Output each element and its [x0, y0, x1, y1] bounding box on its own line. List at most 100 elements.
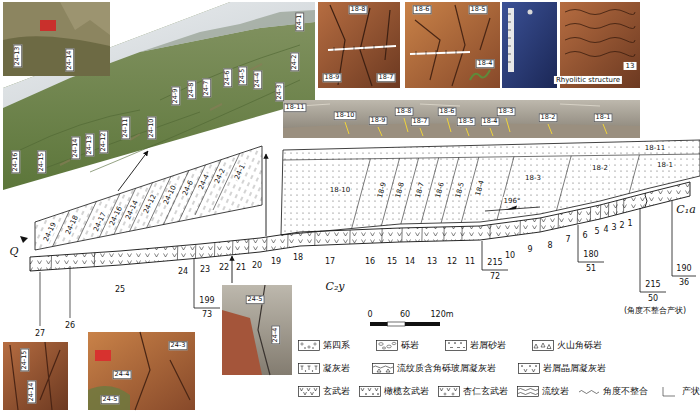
legend-text: 流纹岩 [542, 385, 569, 398]
legend-text: 第四系 [323, 339, 350, 352]
legend-swatch [657, 386, 679, 397]
legend-item: 玄武岩 [298, 385, 350, 398]
photo-tag: 24-5 [101, 395, 120, 404]
formation-code: C₂y [324, 281, 345, 294]
layer-number: 19 [270, 257, 282, 266]
photo-tag: 24-15 [20, 349, 29, 372]
photo-tag: 18-6 [413, 5, 432, 14]
photo-tag: 18-5 [469, 5, 488, 14]
layer-number: 13 [426, 257, 438, 266]
sample-label: 18-7 [414, 180, 426, 199]
layer-number: 16 [364, 257, 376, 266]
photo-caption: 13 [624, 62, 637, 70]
layer-number: 5 [593, 227, 600, 236]
legend-text: 角度不整合 [603, 385, 648, 398]
layer-number: 18 [292, 253, 304, 262]
attitude-value: 72 [489, 272, 501, 281]
photo-tag: 24-14 [71, 137, 80, 160]
legend-swatch [445, 340, 467, 351]
legend-swatch [298, 363, 320, 374]
layer-number: 11 [464, 257, 476, 266]
photo-tag: 18-11 [284, 103, 307, 112]
photo-tag: 18-7 [377, 73, 396, 82]
photo-tag: 24-15 [37, 151, 46, 174]
sample-label: 18-3 [524, 174, 542, 182]
legend-item: 流纹质含角砾玻屑凝灰岩 [372, 362, 496, 375]
sample-label: 18-11 [644, 144, 666, 152]
legend-item: 杏仁玄武岩 [438, 385, 508, 398]
sample-label: 18-9 [376, 180, 388, 199]
sample-label: 24-14 [124, 198, 141, 222]
attitude-value: 215 [486, 258, 503, 267]
legend-item: 橄榄玄武岩 [359, 385, 429, 398]
legend-text: 火山角砾岩 [557, 339, 602, 352]
photo-tag: 18-4 [476, 59, 495, 68]
sample-label: 24-2 [213, 166, 228, 186]
photo-tag: 24-4 [271, 326, 280, 345]
photo-tag: 24-6 [223, 69, 232, 88]
sample-label: 18-4 [474, 178, 486, 197]
legend-row: 第四系 砾岩 岩屑砂岩 火山角砾岩 [298, 334, 698, 357]
legend-text: 岩屑砂岩 [470, 339, 506, 352]
sample-label: 24-1 [233, 162, 248, 182]
sample-label: 24-10 [162, 183, 179, 207]
legend-item: 火山角砾岩 [532, 339, 602, 352]
scale-value: 0 [367, 310, 372, 319]
legend-swatch [517, 386, 539, 397]
legend-text: 岩屑晶屑凝灰岩 [543, 362, 606, 375]
legend-item: 产状 [657, 385, 700, 398]
layer-number: 1 [626, 219, 633, 228]
photo-tag: 18-9 [369, 116, 388, 125]
attitude-value: 190 [675, 264, 692, 273]
photo-tag: 18-3 [497, 107, 516, 116]
legend-text: 橄榄玄武岩 [384, 385, 429, 398]
layer-number: 23 [199, 265, 211, 274]
photo-tag: 24-11 [121, 117, 130, 140]
scale-value: 120m [430, 310, 453, 319]
photo-tag: 18-8 [349, 5, 368, 14]
legend-swatch [376, 340, 398, 351]
layer-number: 17 [324, 257, 336, 266]
legend-swatch [298, 340, 320, 351]
photo-tag: 18-10 [334, 111, 357, 120]
legend-swatch [438, 386, 460, 397]
formation-code: C₁a [675, 204, 696, 217]
legend-item: 砾岩 [376, 339, 419, 352]
legend-swatch [359, 386, 381, 397]
photo-caption: Rhyolitic structure [554, 76, 622, 84]
sample-label: 24-4 [197, 172, 212, 192]
layer-number: 14 [404, 257, 416, 266]
layer-number: 9 [526, 245, 533, 254]
photo-tag: 24-2 [290, 53, 299, 72]
photo-tag: 18-2 [539, 113, 558, 122]
layer-number: 25 [114, 285, 126, 294]
sample-label: 18-10 [329, 186, 351, 194]
layer-number: 12 [446, 257, 458, 266]
layer-number: 26 [64, 321, 76, 330]
legend-text: 杏仁玄武岩 [463, 385, 508, 398]
layer-number: 3 [610, 223, 617, 232]
photo-tag: 24-4 [253, 71, 262, 90]
scale-value: 60 [400, 310, 410, 319]
legend-item: 凝灰岩 [298, 362, 350, 375]
sample-label: 18-8 [394, 180, 406, 199]
photo-tag: 24-10 [147, 117, 156, 140]
attitude-value: 51 [585, 264, 597, 273]
photo-tag: 24-13 [13, 45, 22, 68]
legend-item: 角度不整合 [578, 385, 648, 398]
legend-swatch [578, 386, 600, 397]
legend-item: 流纹岩 [517, 385, 569, 398]
photo-tag: 24-13 [85, 134, 94, 157]
photo-tag: 24-5 [246, 295, 265, 304]
photo-tag: 18-9 [323, 73, 342, 82]
photo-tag: 24-5 [238, 67, 247, 86]
legend-swatch [298, 386, 320, 397]
legend-swatch [518, 363, 540, 374]
photo-tag: 24-4 [113, 370, 132, 379]
photo-tag: 24-14 [65, 49, 74, 72]
photo-tag: 24-8 [187, 81, 196, 100]
photo-tag: 24-3 [169, 341, 188, 350]
